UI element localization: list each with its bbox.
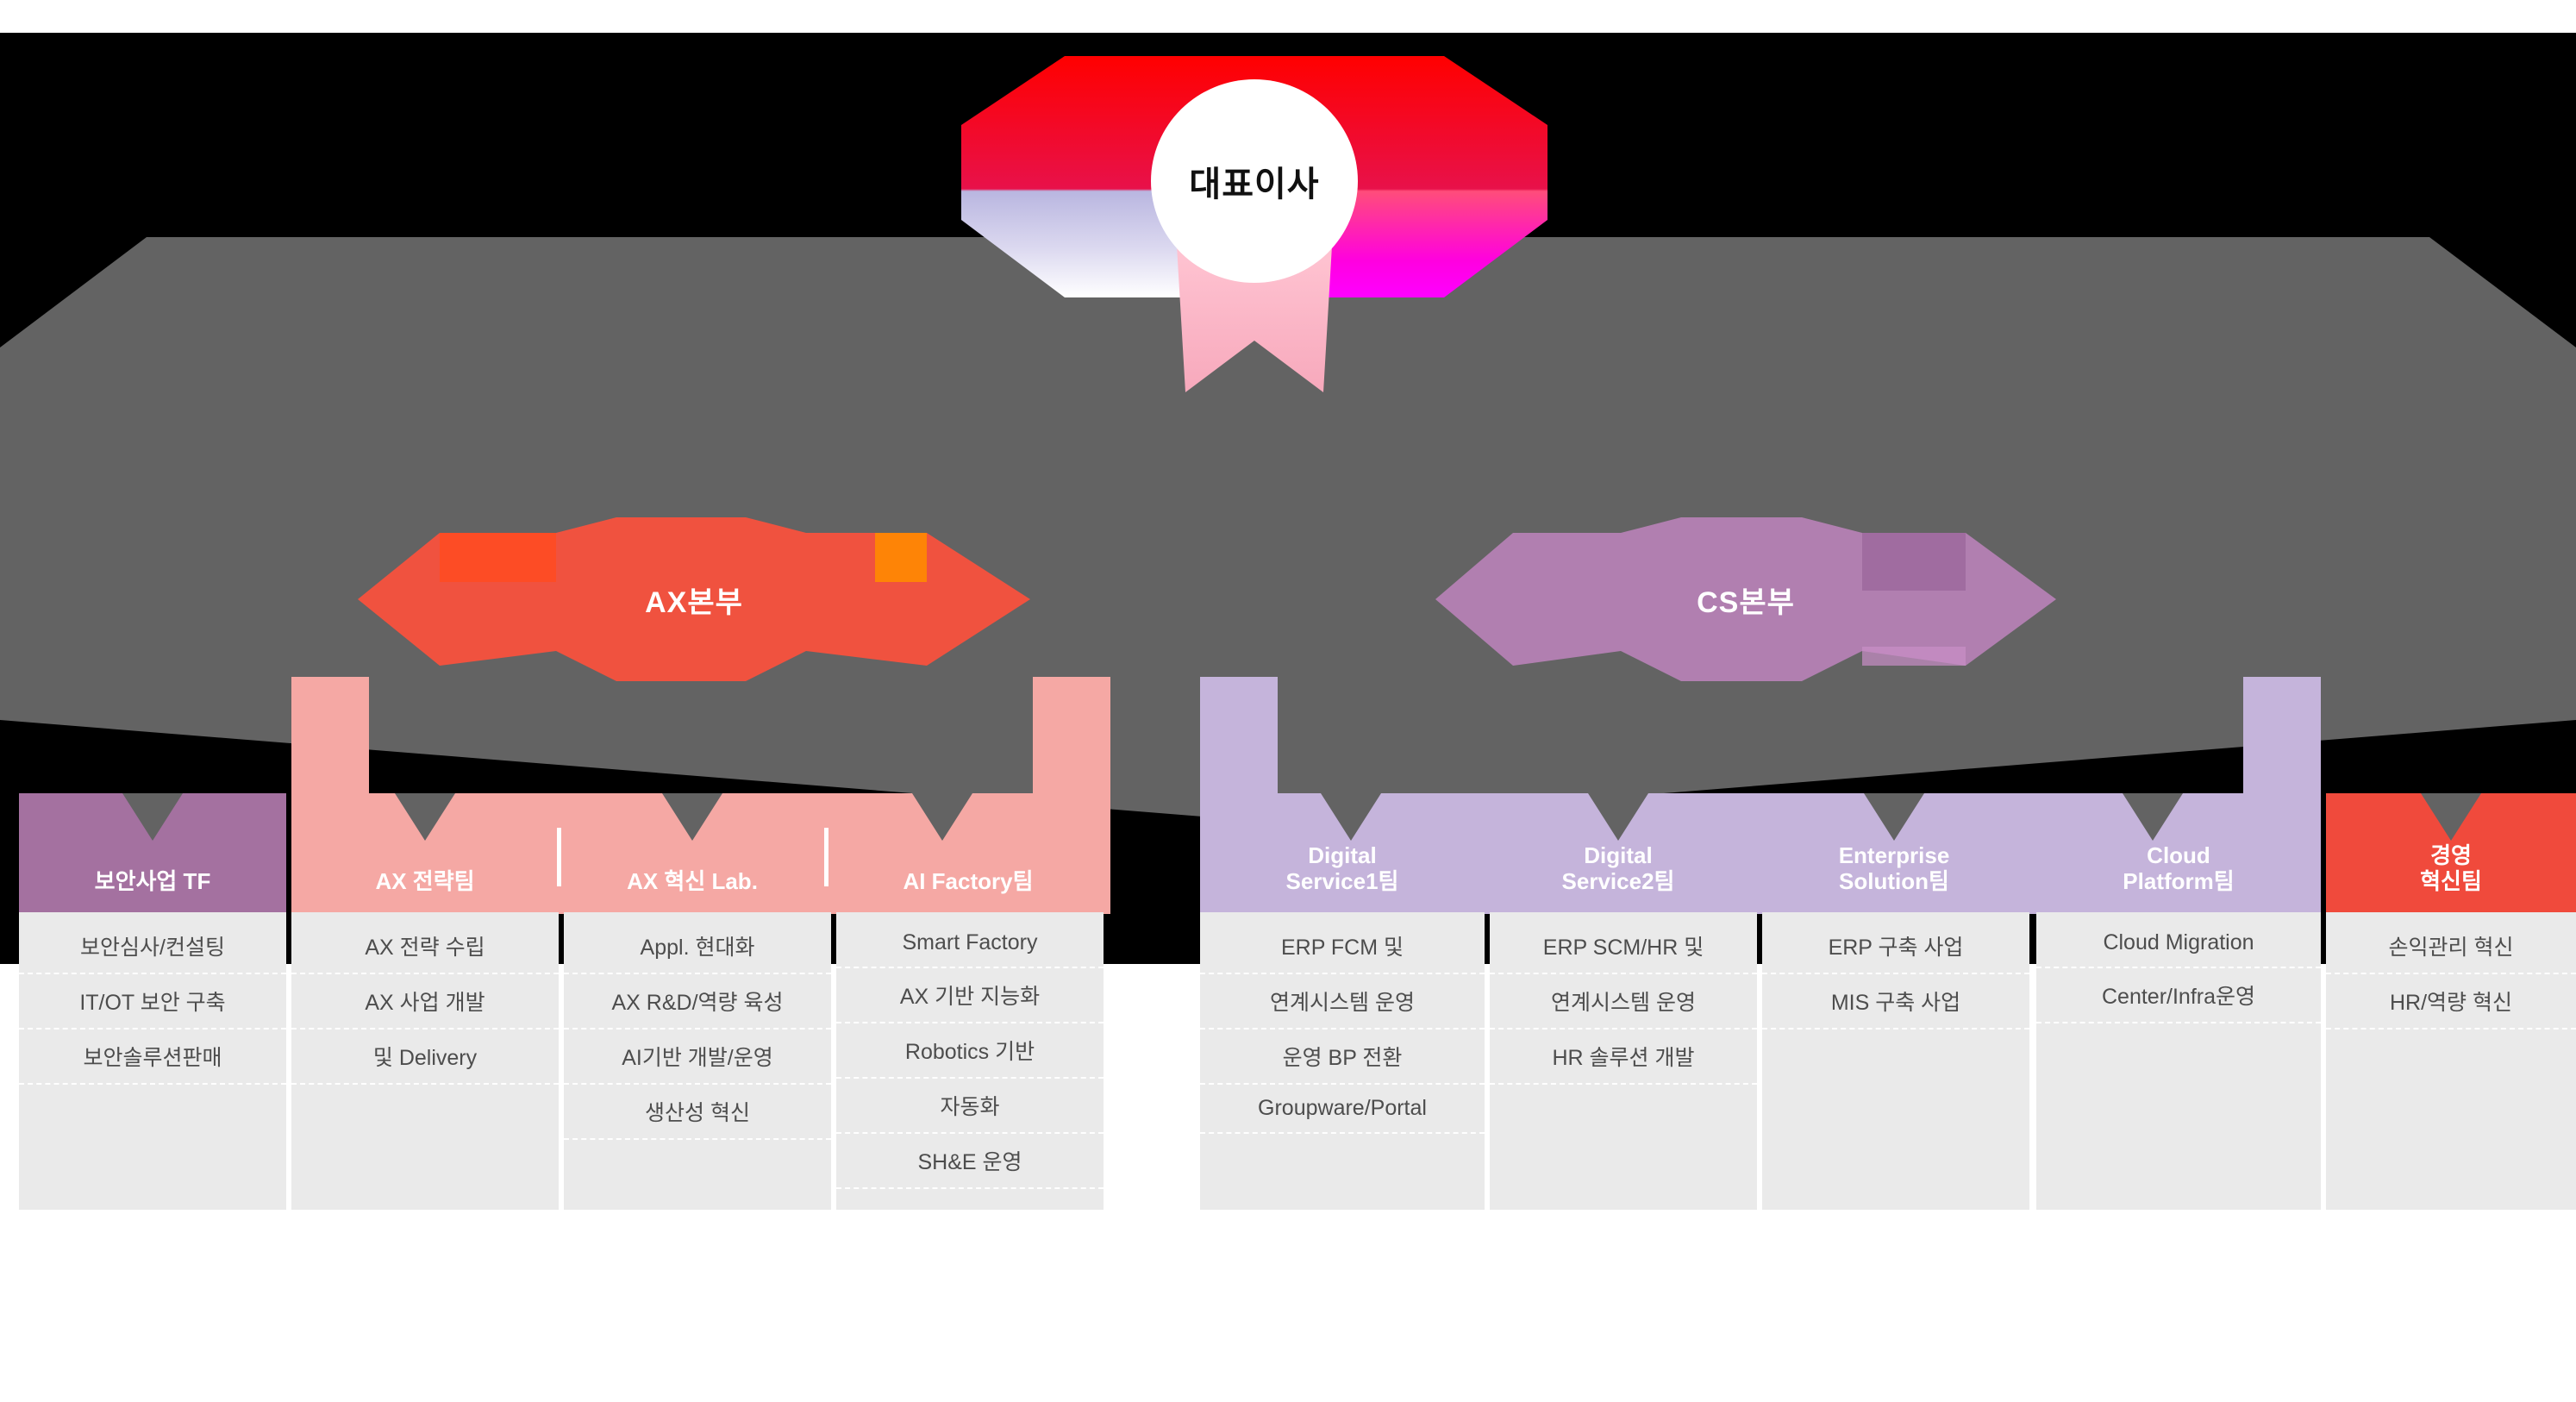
detail-item: ERP SCM/HR 및 (1490, 919, 1757, 974)
detail-item: AX 기반 지능화 (836, 968, 1104, 1023)
detail-item: SH&E 운영 (836, 1134, 1104, 1189)
detail-item: AX 사업 개발 (291, 974, 559, 1030)
team-label-0: 보안사업 TF (94, 868, 211, 895)
detail-item: Center/Infra운영 (2036, 968, 2321, 1023)
detail-item: ERP 구축 사업 (1762, 919, 2029, 974)
team-column-4[interactable]: Digital Service1팀 (1200, 664, 1485, 914)
team-column-5[interactable]: Digital Service2팀 (1485, 664, 1752, 914)
team-divider-1 (557, 828, 561, 886)
team-shape-2 (559, 793, 826, 914)
detail-item: AX R&D/역량 육성 (564, 974, 831, 1030)
detail-item: 및 Delivery (291, 1030, 559, 1085)
detail-item: 연계시스템 운영 (1490, 974, 1757, 1030)
team-label-4: Digital Service1팀 (1285, 842, 1399, 895)
detail-item: 보안심사/컨설팅 (19, 919, 286, 974)
team-label-7: Cloud Platform팀 (2123, 842, 2235, 895)
team-column-6[interactable]: Enterprise Solution팀 (1752, 664, 2036, 914)
detail-item: Cloud Migration (2036, 919, 2321, 968)
detail-item: AI기반 개발/운영 (564, 1030, 831, 1085)
team-column-2[interactable]: AX 혁신 Lab. (559, 664, 828, 914)
detail-card-2: Appl. 현대화 AX R&D/역량 육성 AI기반 개발/운영 생산성 혁신 (564, 912, 831, 1210)
detail-item: 보안솔루션판매 (19, 1030, 286, 1085)
ceo-circle[interactable]: 대표이사 (1155, 82, 1354, 280)
division-label-ax: AX본부 (645, 585, 743, 619)
detail-item: MIS 구축 사업 (1762, 974, 2029, 1030)
detail-card-7: Cloud Migration Center/Infra운영 (2036, 912, 2321, 1210)
team-shape-8 (2326, 793, 2576, 914)
detail-item: 자동화 (836, 1079, 1104, 1134)
team-column-8[interactable]: 경영 혁신팀 (2326, 664, 2576, 914)
ceo-label: 대표이사 (1189, 166, 1320, 203)
detail-item: 운영 BP 전환 (1200, 1030, 1485, 1085)
detail-card-0: 보안심사/컨설팅 IT/OT 보안 구축 보안솔루션판매 (19, 912, 286, 1210)
detail-item: IT/OT 보안 구축 (19, 974, 286, 1030)
division-banner-ax[interactable]: AX본부 (358, 517, 1030, 681)
team-label-5: Digital Service2팀 (1561, 842, 1675, 895)
team-label-1: AX 전략팀 (375, 868, 475, 895)
detail-card-4: ERP FCM 및 연계시스템 운영 운영 BP 전환 Groupware/Po… (1200, 912, 1485, 1210)
team-shape-0 (19, 793, 286, 914)
team-column-7[interactable]: Cloud Platform팀 (2036, 664, 2321, 914)
team-shape-6 (1752, 793, 2036, 914)
team-shape-3 (826, 677, 1110, 914)
team-column-0[interactable]: 보안사업 TF (19, 664, 286, 914)
team-label-8: 경영 혁신팀 (2420, 842, 2482, 895)
team-label-2: AX 혁신 Lab. (627, 868, 758, 895)
detail-item: HR 솔루션 개발 (1490, 1030, 1757, 1085)
ceo-node[interactable]: 대표이사 (892, 47, 1616, 410)
detail-card-6: ERP 구축 사업 MIS 구축 사업 (1762, 912, 2029, 1210)
team-shape-5 (1485, 793, 1752, 914)
detail-item: Smart Factory (836, 919, 1104, 968)
team-divider-2 (824, 828, 828, 886)
detail-item: Appl. 현대화 (564, 919, 831, 974)
team-shape-4 (1200, 677, 1485, 914)
detail-item: 생산성 혁신 (564, 1085, 831, 1140)
team-header-row: 보안사업 TF AX 전략팀 AX 혁신 Lab. AI Factory팀 (0, 664, 2576, 923)
detail-item: 손익관리 혁신 (2326, 919, 2576, 974)
division-label-cs: CS본부 (1697, 585, 1795, 619)
team-label-6: Enterprise Solution팀 (1838, 842, 1950, 895)
detail-card-3: Smart Factory AX 기반 지능화 Robotics 기반 자동화 … (836, 912, 1104, 1210)
division-banner-cs[interactable]: CS본부 (1435, 517, 2056, 681)
detail-item: HR/역량 혁신 (2326, 974, 2576, 1030)
detail-card-5: ERP SCM/HR 및 연계시스템 운영 HR 솔루션 개발 (1490, 912, 1757, 1210)
team-label-3: AI Factory팀 (903, 868, 1034, 895)
detail-item: Robotics 기반 (836, 1023, 1104, 1079)
team-column-1[interactable]: AX 전략팀 (291, 664, 561, 914)
detail-card-8: 손익관리 혁신 HR/역량 혁신 (2326, 912, 2576, 1210)
team-shape-7 (2036, 677, 2321, 914)
division-shape-cs (1435, 517, 2056, 681)
team-shape-1 (291, 677, 559, 914)
detail-cards-row: 보안심사/컨설팅 IT/OT 보안 구축 보안솔루션판매 AX 전략 수립 AX… (0, 912, 2576, 1231)
division-shape-ax (358, 517, 1030, 681)
detail-item: ERP FCM 및 (1200, 919, 1485, 974)
detail-item: Groupware/Portal (1200, 1085, 1485, 1134)
detail-card-1: AX 전략 수립 AX 사업 개발 및 Delivery (291, 912, 559, 1210)
detail-item: AX 전략 수립 (291, 919, 559, 974)
team-column-3[interactable]: AI Factory팀 (826, 664, 1110, 914)
detail-item: 연계시스템 운영 (1200, 974, 1485, 1030)
